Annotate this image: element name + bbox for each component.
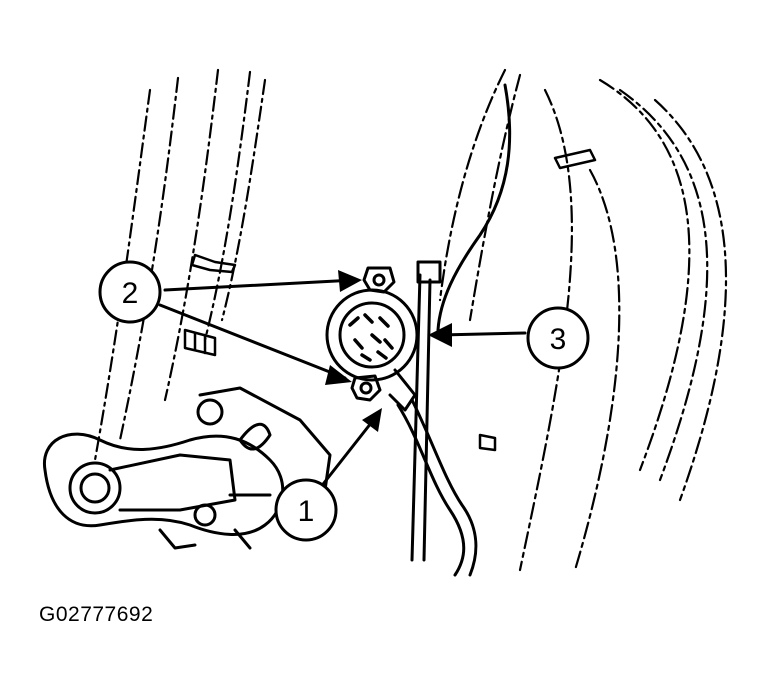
arrowhead-2-lower bbox=[325, 365, 352, 385]
callout-3: 3 bbox=[526, 306, 590, 370]
panel-tab-upper bbox=[553, 148, 597, 170]
wiring-harness-2 bbox=[410, 398, 478, 577]
wiring-harness bbox=[396, 403, 466, 577]
latch-mechanism bbox=[43, 386, 332, 550]
bolt-upper bbox=[362, 266, 396, 294]
callout-2: 2 bbox=[98, 260, 162, 324]
svg-text:3: 3 bbox=[550, 323, 567, 356]
bolt-lower bbox=[350, 374, 382, 402]
svg-text:2: 2 bbox=[122, 277, 139, 310]
leader-lines bbox=[158, 278, 527, 490]
door-frame-right bbox=[438, 68, 728, 572]
clip-small bbox=[183, 253, 237, 357]
arrowhead-3 bbox=[428, 323, 452, 347]
callout-1: 1 bbox=[274, 478, 338, 542]
arrowhead-2-upper bbox=[338, 270, 362, 292]
window-channel bbox=[436, 83, 512, 332]
svg-text:1: 1 bbox=[298, 495, 315, 528]
actuator-motor bbox=[325, 288, 419, 412]
figure-id: G02777692 bbox=[39, 603, 154, 626]
glass-run-channel bbox=[410, 260, 442, 562]
arrowhead-1 bbox=[362, 408, 382, 432]
panel-tab-lower bbox=[478, 433, 497, 452]
